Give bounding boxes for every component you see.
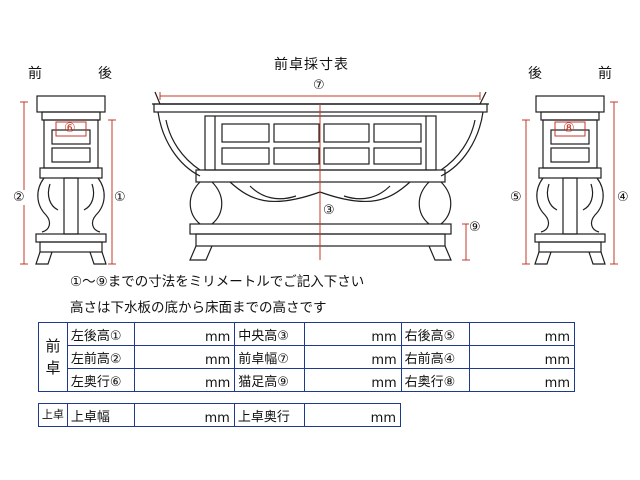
field-label: 左前高② [66, 345, 135, 369]
unit-label: mm [544, 353, 570, 368]
unit-label: mm [544, 330, 570, 345]
field-label: 右後高⑤ [400, 322, 470, 346]
table-row: 上卓 上卓幅 mm 上卓奥行 mm [38, 403, 402, 427]
unit-label: mm [370, 411, 396, 426]
dim-3-label: ③ [323, 203, 335, 218]
input-left-back-height[interactable]: mm [133, 322, 236, 346]
left-view-front-label: 前 [28, 66, 42, 82]
front-table-form: 前 卓 左後高① mm 中央高③ mm 右後高⑤ mm 左前高② mm 前卓幅⑦… [38, 322, 576, 392]
input-upper-table-width[interactable]: mm [133, 403, 235, 427]
front-table-diagram [20, 91, 618, 265]
field-label: 前卓幅⑦ [234, 345, 306, 369]
field-label: 右奥行⑧ [400, 368, 470, 392]
group-label-char-1: 前 [45, 337, 61, 355]
dim-9-label: ⑨ [469, 220, 481, 235]
input-upper-table-depth[interactable]: mm [303, 403, 402, 427]
input-right-back-height[interactable]: mm [468, 322, 576, 346]
left-view-back-label: 後 [98, 66, 112, 82]
dim-1-label: ① [114, 190, 126, 205]
dim-2-label: ② [13, 190, 25, 205]
upper-table-form: 上卓 上卓幅 mm 上卓奥行 mm [38, 403, 402, 427]
unit-label: mm [204, 353, 231, 368]
table-row: 前 卓 左後高① mm 中央高③ mm 右後高⑤ mm [38, 322, 576, 392]
left-side-view [35, 95, 107, 265]
group-label-upper-table: 上卓 [38, 403, 68, 427]
field-label: 上卓幅 [66, 403, 135, 427]
title: 前卓採寸表 [274, 57, 349, 73]
unit-label: mm [371, 376, 397, 391]
field-label: 猫足高⑨ [234, 368, 306, 392]
dim-8-badge: ⑧ [563, 121, 575, 136]
unit-label: mm [544, 376, 570, 391]
input-front-table-width[interactable]: mm [304, 345, 402, 369]
instruction-note-2: 高さは下水板の底から床面までの高さです [70, 300, 327, 316]
input-left-front-height[interactable]: mm [133, 345, 236, 369]
group-label-char-2: 卓 [45, 359, 61, 377]
table-row: 左奥行⑥ mm 猫足高⑨ mm 右奥行⑧ mm [39, 368, 576, 392]
input-center-height[interactable]: mm [304, 322, 402, 346]
right-side-view [534, 95, 606, 265]
unit-label: mm [371, 330, 397, 345]
field-label: 左奥行⑥ [66, 368, 135, 392]
instruction-note-1: ①～⑨までの寸法をミリメートルでご記入下さい [70, 274, 365, 290]
unit-label: mm [371, 353, 397, 368]
unit-label: mm [204, 411, 230, 426]
field-label: 上卓奥行 [233, 403, 305, 427]
dim-5-label: ⑤ [510, 190, 522, 205]
right-view-front-label: 前 [598, 66, 612, 82]
group-label-front-table: 前 卓 [38, 322, 68, 392]
input-right-depth[interactable]: mm [468, 368, 576, 392]
input-right-front-height[interactable]: mm [468, 345, 576, 369]
input-cat-leg-height[interactable]: mm [304, 368, 402, 392]
table-row: 左前高② mm 前卓幅⑦ mm 右前高④ mm [39, 345, 576, 369]
dim-6-badge: ⑥ [64, 121, 76, 136]
field-label: 中央高③ [234, 322, 306, 346]
input-left-depth[interactable]: mm [133, 368, 236, 392]
dim-7-label: ⑦ [313, 78, 325, 93]
field-label: 左後高① [66, 322, 135, 346]
unit-label: mm [204, 376, 231, 391]
field-label: 右前高④ [400, 345, 470, 369]
unit-label: mm [204, 330, 231, 345]
right-view-back-label: 後 [528, 66, 542, 82]
dim-4-label: ④ [617, 190, 629, 205]
